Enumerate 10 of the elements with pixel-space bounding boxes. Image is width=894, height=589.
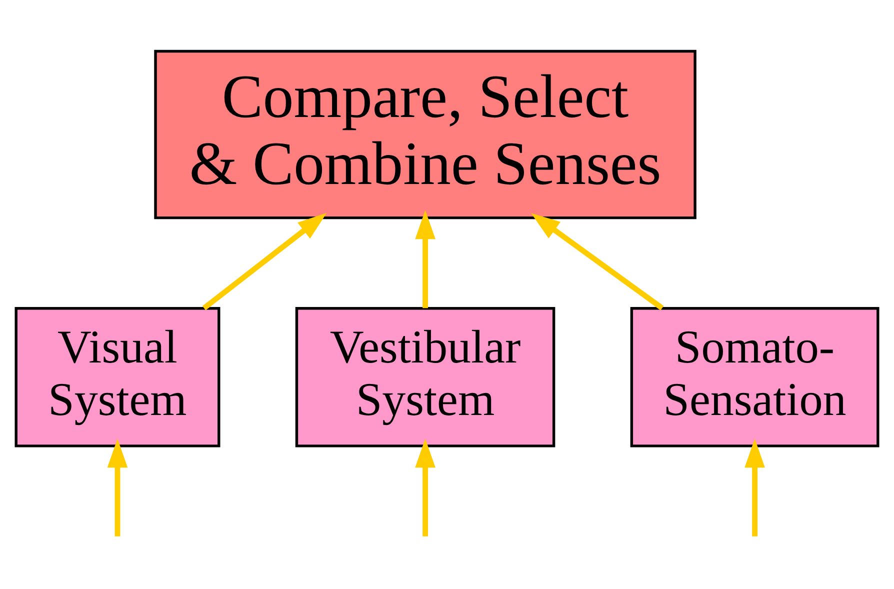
node-box: Somato- Sensation xyxy=(630,306,880,448)
arrow xyxy=(531,213,664,310)
arrow xyxy=(415,438,436,536)
arrow xyxy=(744,438,765,536)
arrow xyxy=(107,438,128,536)
node-box: Visual System xyxy=(14,306,220,448)
node-box: Vestibular System xyxy=(295,306,556,448)
arrow xyxy=(415,210,436,308)
arrow xyxy=(202,212,327,310)
node-box: Compare, Select & Combine Senses xyxy=(154,50,696,220)
